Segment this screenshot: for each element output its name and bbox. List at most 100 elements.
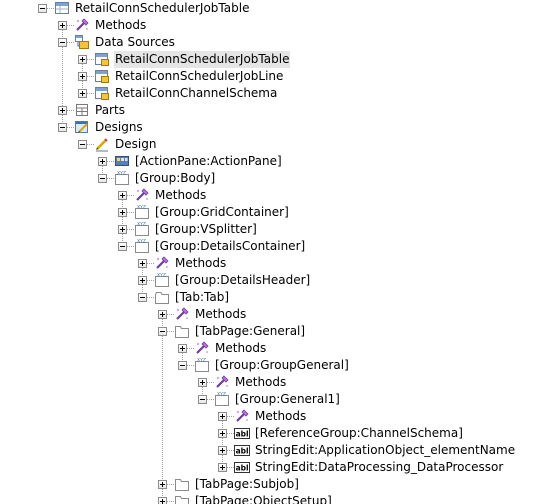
tree-node-label: RetailConnChannelSchema [115,86,278,100]
tree-node[interactable]: [Tab:Tab] [0,289,541,306]
tree-node-label: Methods [235,375,287,389]
collapse-toggle-icon[interactable] [78,140,87,149]
expand-toggle-icon[interactable] [118,225,127,234]
collapse-toggle-icon[interactable] [198,395,207,404]
expand-toggle-icon[interactable] [118,208,127,217]
tree-node[interactable]: Methods [0,306,541,323]
svg-text:XYZ: XYZ [137,222,146,228]
expand-toggle-icon[interactable] [78,72,87,81]
tree-node[interactable]: Methods [0,187,541,204]
collapse-toggle-icon[interactable] [118,242,127,251]
collapse-toggle-icon[interactable] [98,174,107,183]
tree-node[interactable]: RetailConnSchedulerJobTable [0,51,541,68]
tree-node[interactable]: Methods [0,374,541,391]
expand-toggle-icon[interactable] [218,412,227,421]
design-icon [94,136,110,152]
tree-node-label: Data Sources [95,35,175,49]
tree-node[interactable]: Design [0,136,541,153]
tabpage-icon [174,476,190,492]
expand-toggle-icon[interactable] [178,344,187,353]
tree-node[interactable]: RetailConnSchedulerJobLine [0,68,541,85]
expand-toggle-icon[interactable] [198,378,207,387]
collapse-toggle-icon[interactable] [58,38,67,47]
tree-node[interactable]: abl[ReferenceGroup:ChannelSchema] [0,425,541,442]
tree-node-label: [TabPage:ObjectSetup] [195,494,332,504]
data-sources-icon [74,34,90,50]
tree-node[interactable]: RetailConnSchedulerJobTable [0,0,541,17]
tree-node[interactable]: RetailConnChannelSchema [0,85,541,102]
tree-node-label: Methods [215,341,267,355]
collapse-toggle-icon[interactable] [138,293,147,302]
tree-node[interactable]: XYZ[Group:GroupGeneral] [0,357,541,374]
tree-node[interactable]: XYZ[Group:VSplitter] [0,221,541,238]
tree-node-label: [Group:GridContainer] [155,205,289,219]
expand-toggle-icon[interactable] [158,480,167,489]
tree-node[interactable]: [TabPage:ObjectSetup] [0,493,541,504]
collapse-toggle-icon[interactable] [158,327,167,336]
tree-node[interactable]: XYZ [Group:General1] [0,391,541,408]
svg-text:abl: abl [236,464,249,473]
tree-node-label: [Group:General1] [235,392,340,406]
tabpage-icon [174,493,190,504]
tree-node[interactable]: XYZ [Group:DetailsHeader] [0,272,541,289]
group-icon: XYZ [194,357,210,373]
svg-text:XYZ: XYZ [197,358,206,364]
group-icon: XYZ [154,272,170,288]
expand-toggle-icon[interactable] [78,89,87,98]
svg-text:XYZ: XYZ [217,392,226,398]
group-icon: XYZ [134,238,150,254]
expand-toggle-icon[interactable] [158,310,167,319]
designs-icon [74,119,90,135]
tree-node[interactable]: Parts [0,102,541,119]
tree-node[interactable]: [ActionPane:ActionPane] [0,153,541,170]
methods-icon [154,255,170,271]
tree-node[interactable]: XYZ[Group:DetailsContainer] [0,238,541,255]
tabpage-icon [174,323,190,339]
svg-text:abl: abl [236,447,249,456]
svg-text:XYZ: XYZ [157,273,166,279]
expand-toggle-icon[interactable] [78,55,87,64]
methods-icon [174,306,190,322]
tree-node[interactable]: Methods [0,255,541,272]
parts-icon [74,102,90,118]
collapse-toggle-icon[interactable] [38,4,47,13]
methods-icon [194,340,210,356]
expand-toggle-icon[interactable] [98,157,107,166]
expand-toggle-icon[interactable] [218,446,227,455]
expand-toggle-icon[interactable] [58,106,67,115]
expand-toggle-icon[interactable] [138,276,147,285]
tree-node[interactable]: Methods [0,340,541,357]
tree-node-label: RetailConnSchedulerJobTable [114,51,291,68]
methods-icon [214,374,230,390]
expand-toggle-icon[interactable] [218,463,227,472]
tree-node[interactable]: abl StringEdit:ApplicationObject_elementN… [0,442,541,459]
expand-toggle-icon[interactable] [158,497,167,504]
tree-node[interactable]: [TabPage:General] [0,323,541,340]
tree-node[interactable]: XYZ[Group:GridContainer] [0,204,541,221]
tree-node[interactable]: Methods [0,408,541,425]
collapse-toggle-icon[interactable] [58,123,67,132]
tree-node-label: Methods [195,307,247,321]
tree-node-label: Designs [95,120,143,134]
expand-toggle-icon[interactable] [58,21,67,30]
tree-node[interactable]: Methods [0,17,541,34]
tree-node[interactable]: Data Sources [0,34,541,51]
tree-node-label: RetailConnSchedulerJobLine [115,69,284,83]
expand-toggle-icon[interactable] [218,429,227,438]
tree-node-label: StringEdit:ApplicationObject_elementName [255,443,516,457]
expand-toggle-icon[interactable] [138,259,147,268]
string-edit-icon: abl [234,442,250,458]
expand-toggle-icon[interactable] [118,191,127,200]
datasource-icon [94,51,110,67]
tree-node[interactable]: XYZ[Group:Body] [0,170,541,187]
tree-node-label: [Group:DetailsHeader] [175,273,311,287]
tree-node[interactable]: [TabPage:Subjob] [0,476,541,493]
collapse-toggle-icon[interactable] [178,361,187,370]
tab-icon [154,289,170,305]
group-icon: XYZ [134,221,150,237]
tree-node-label: Methods [175,256,227,270]
tree-node[interactable]: Designs [0,119,541,136]
